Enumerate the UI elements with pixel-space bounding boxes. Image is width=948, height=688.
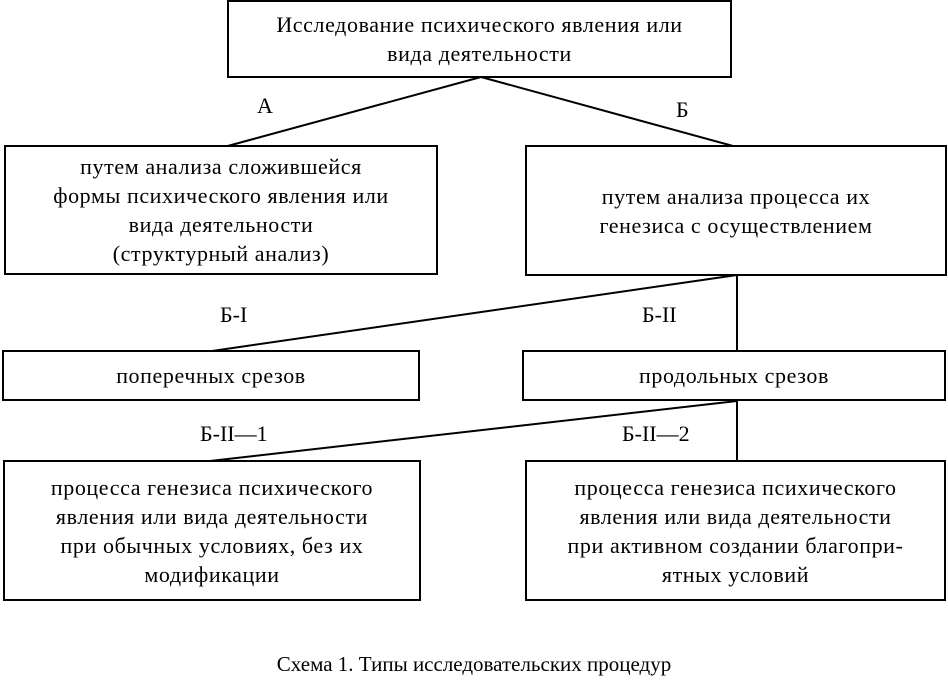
- node-a-text: путем анализа сложившейся формы психичес…: [53, 154, 389, 266]
- branch-label-a: А: [257, 93, 273, 118]
- root-node: Исследование психического явления или ви…: [227, 0, 732, 78]
- branch-label-b22: Б-II—2: [622, 421, 690, 446]
- branch-label-b1: Б-I: [220, 302, 248, 327]
- node-b1-cross-sections: поперечных срезов: [2, 350, 420, 401]
- branch-label-b: Б: [676, 97, 689, 122]
- branch-label-b21: Б-II—1: [200, 421, 268, 446]
- node-b21-text: процесса генезиса психического явления и…: [50, 474, 374, 587]
- node-b2-longitudinal-sections: продольных срезов: [522, 350, 946, 401]
- root-node-text: Исследование психического явления или ви…: [276, 12, 683, 66]
- node-b22-text: процесса генезиса психического явления и…: [567, 474, 904, 587]
- node-b-genesis-analysis: путем анализа процесса их генезиса с осу…: [525, 145, 947, 276]
- connector-b2-to-b21: [209, 400, 738, 462]
- node-b1-text: поперечных срезов: [116, 363, 306, 388]
- connector-b-to-b1: [211, 274, 738, 352]
- connector-root-to-a: [223, 76, 482, 148]
- branch-label-b2: Б-II: [642, 302, 677, 327]
- node-b22-active-conditions: процесса генезиса психического явления и…: [525, 460, 946, 601]
- connector-root-to-b: [480, 76, 734, 147]
- node-b-text: путем анализа процесса их генезиса с осу…: [599, 183, 873, 238]
- node-a-structural-analysis: путем анализа сложившейся формы психичес…: [4, 145, 438, 275]
- figure-caption: Схема 1. Типы исследовательских процедур: [276, 652, 672, 676]
- node-b2-text: продольных срезов: [638, 363, 830, 388]
- node-b21-normal-conditions: процесса генезиса психического явления и…: [3, 460, 421, 601]
